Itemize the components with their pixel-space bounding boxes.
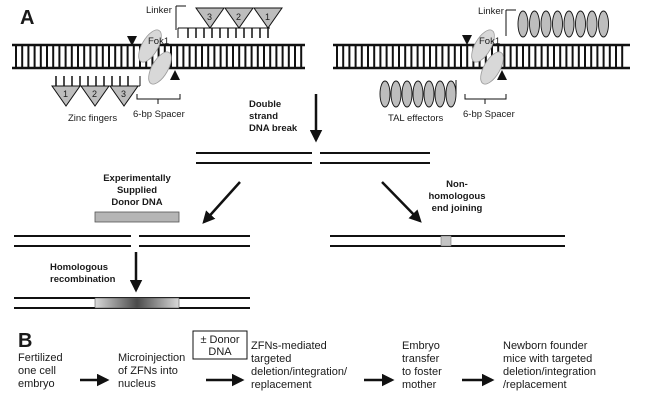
zinc-finger-num: 2 [92,89,97,99]
dsb-label-line: strand [249,111,278,122]
donor-label-line: Donor DNA [111,197,162,208]
donor-label-line: Experimentally [103,173,171,184]
tal-repeat [445,80,457,108]
hr-label-line: Homologous [50,262,108,273]
zinc-finger-bottom-3 [109,85,139,107]
zinc-finger-num: 1 [63,89,68,99]
tal-repeat [598,10,609,38]
panel-a-label: A [20,7,34,29]
cleavage-marker-top [127,36,137,46]
cleavage-marker-top [462,35,472,45]
fok1-domain-top [138,29,162,63]
tal-effector-array-bottom [379,80,457,108]
step-5-line: deletion/integration [503,366,596,378]
tal-repeat [390,80,402,108]
tal-repeat [563,10,575,38]
panel-b-label: B [18,330,32,352]
nhej-label-line: homologous [429,191,486,202]
tal-repeat [552,10,563,38]
nhej-indel-site [440,235,452,247]
donor-box-line: ± Donor [200,334,239,346]
donor-dna-box [192,330,248,360]
spacer-label-right: 6-bp Spacer [463,109,515,120]
nhej-label-line: Non- [446,179,468,190]
step-2-line: nucleus [118,378,156,390]
tal-repeat [434,80,446,108]
nhej-label-line: end joining [432,203,483,214]
step-1-line: one cell [18,365,56,377]
spacer-bracket-right [464,94,507,100]
tal-repeat [586,10,598,38]
zinc-finger-top-2 [224,7,254,29]
step-4-line: to foster [402,366,442,378]
donor-dna-fragment [94,211,180,223]
hr-repaired-dna [14,297,250,309]
fok1-domain-bottom [148,51,172,85]
tal-repeat [379,80,391,108]
hr-label-line: recombination [50,274,116,285]
tal-repeat [575,10,586,38]
zinc-fingers-label: Zinc fingers [68,113,117,124]
zinc-finger-num: 3 [121,89,126,99]
dsb-label-line: Double [249,99,281,110]
fok1-label-right: Fok1 [479,36,500,47]
zinc-finger-num: 1 [265,12,270,22]
zinc-finger-array-bottom: 1 2 3 [51,76,141,107]
step-4-line: transfer [402,353,440,365]
step-4-line: Embryo [402,340,440,352]
linker-label-left: Linker [146,5,172,16]
tal-repeat [517,10,529,38]
zinc-finger-top-3 [195,7,225,29]
zinc-finger-num: 2 [236,12,241,22]
zinc-finger-bottom-1 [51,85,81,107]
zinc-finger-num: 3 [207,12,212,22]
cleavage-marker-bottom [170,70,180,80]
step-2-line: Microinjection [118,352,185,364]
step-4-line: mother [402,379,437,391]
tal-effector-array-top [517,10,609,38]
zinc-finger-top-1 [253,7,283,29]
step-3-line: replacement [251,379,312,391]
donor-label-line: Supplied [117,185,157,196]
step-3-line: targeted [251,353,291,365]
tal-repeat [529,10,540,38]
left-dna-duplex [12,43,305,70]
fok1-domain-bottom [480,51,504,85]
hr-insert [94,297,180,309]
zinc-finger-bottom-2 [80,85,110,107]
nhej-repaired-dna [330,235,565,247]
cleavage-marker-bottom [497,70,507,80]
linker-label-right: Linker [478,6,504,17]
zinc-finger-array-top: 3 2 1 [175,5,283,38]
tal-repeat [540,10,552,38]
tal-repeat [401,80,413,108]
hr-intermediate-dna [14,235,250,247]
nhej-path-arrow [381,181,422,223]
donor-box-line: DNA [208,346,232,358]
hr-path-arrow [202,181,241,224]
step-1-line: Fertilized [18,352,63,364]
step-5-line: mice with targeted [503,353,592,365]
dsb-label-line: DNA break [249,123,298,134]
step-5-line: /replacement [503,379,567,391]
tal-repeat [423,80,435,108]
step-5-line: Newborn founder [503,340,588,352]
fok1-domain-top [471,29,495,63]
fok1-label-left: Fok1 [148,36,169,47]
step-3-line: ZFNs-mediated [251,340,327,352]
broken-dna [196,152,430,164]
step-1-line: embryo [18,378,55,390]
tal-repeat [412,80,424,108]
step-2-line: of ZFNs into [118,365,178,377]
spacer-label-left: 6-bp Spacer [133,109,185,120]
tal-effectors-label: TAL effectors [388,113,444,124]
spacer-bracket-left [136,94,181,100]
step-3-line: deletion/integration/ [251,366,348,378]
